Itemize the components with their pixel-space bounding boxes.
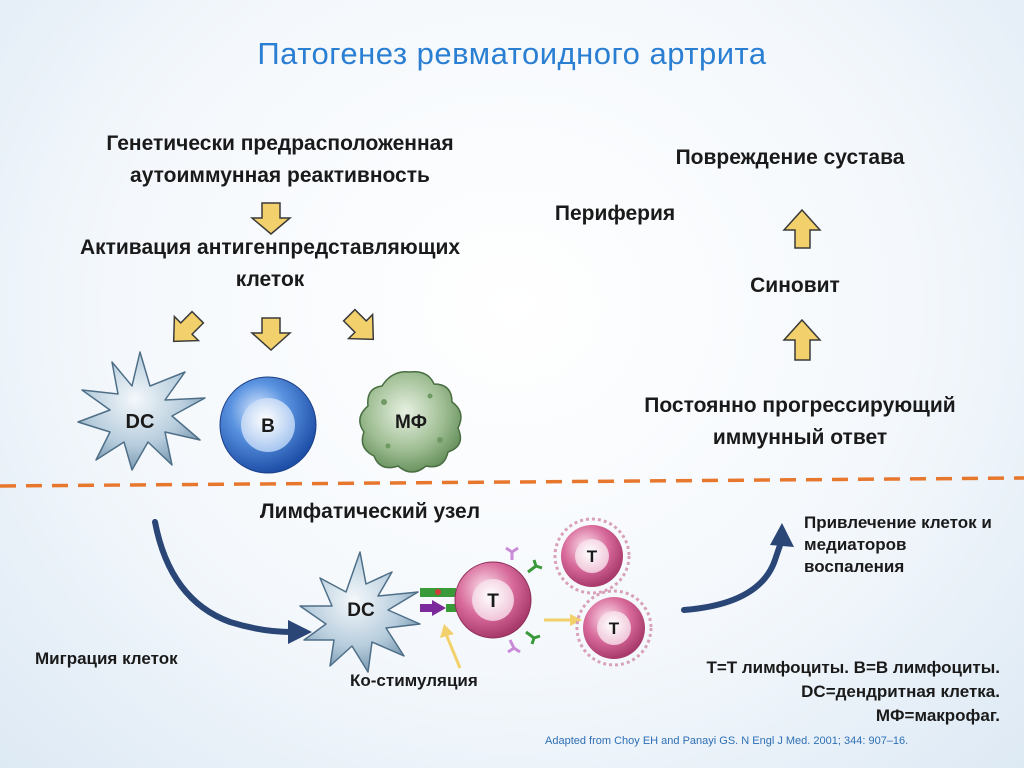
genetic-line-1: Генетически предрасположенная <box>106 132 454 155</box>
t-cell-bottom-label: T <box>609 619 620 638</box>
synovitis-label: Синовит <box>750 274 840 297</box>
periphery-label: Периферия <box>554 202 676 225</box>
down-arrow-icon <box>249 202 293 235</box>
abbreviation-legend: T=T лимфоциты. B=B лимфоциты. DC=дендрит… <box>600 656 1000 728</box>
legend-line-2: DC=дендритная клетка. <box>801 682 1000 701</box>
macrophage-label: МФ <box>395 412 427 433</box>
diagonal-arrow-right-icon <box>342 308 375 341</box>
activation-line-1: Активация антигенпредставляющих <box>79 236 461 259</box>
legend-line-3: МФ=макрофаг. <box>875 706 1000 725</box>
recruitment-arrow-icon <box>681 523 794 613</box>
t-cell-main-label: T <box>487 591 499 612</box>
t-cell-top-icon: T <box>553 517 631 595</box>
macrophage-icon: МФ <box>359 371 462 473</box>
genetic-reactivity-label: Генетически предрасположенная аутоиммунн… <box>30 128 530 192</box>
costimulation-receptors-icon <box>420 588 458 616</box>
legend-line-1: T=T лимфоциты. B=B лимфоциты. <box>706 658 1000 677</box>
citation: Adapted from Choy EH and Panayi GS. N En… <box>545 735 909 747</box>
t-cell-main-icon: T <box>454 546 543 654</box>
recruit-line-2: медиаторов <box>804 535 907 554</box>
migration-arrow-icon <box>152 519 312 644</box>
t-cell-bottom-icon: T <box>575 589 653 667</box>
dc-lymph-label: DC <box>347 600 375 621</box>
t-cell-top-label: T <box>587 547 598 566</box>
up-arrow-icon <box>782 318 822 361</box>
genetic-line-2: аутоиммунная реактивность <box>130 164 430 187</box>
dendritic-cell-icon: DC <box>77 351 206 471</box>
diagonal-arrow-left-icon <box>172 310 205 343</box>
costimulation-label: Ко-стимуляция <box>350 671 478 690</box>
down-arrow-icon <box>250 317 292 352</box>
b-cell-icon: B <box>219 376 317 474</box>
immune-response-label: Постоянно прогрессирующий иммунный ответ <box>580 390 1020 454</box>
dc-cell-label: DC <box>126 411 155 433</box>
up-arrow-icon <box>782 208 822 249</box>
migration-label: Миграция клеток <box>35 649 178 668</box>
joint-damage-label: Повреждение сустава <box>675 146 905 169</box>
recruit-line-3: воспаления <box>804 557 905 576</box>
costimulation-arrow-icon <box>440 624 462 669</box>
lymph-node-label: Лимфатический узел <box>259 500 481 523</box>
b-cell-label: B <box>261 416 275 437</box>
page-title: Патогенез ревматоидного артрита <box>257 36 767 71</box>
recruitment-label: Привлечение клеток и медиаторов воспален… <box>804 512 1024 578</box>
activation-line-2: клеток <box>235 268 305 291</box>
recruit-line-1: Привлечение клеток и <box>804 513 992 532</box>
response-line-1: Постоянно прогрессирующий <box>644 394 956 417</box>
apc-activation-label: Активация антигенпредставляющих клеток <box>20 232 520 296</box>
tissue-divider-line <box>0 476 1024 488</box>
response-line-2: иммунный ответ <box>712 426 888 449</box>
proliferation-arrow-icon <box>544 614 582 626</box>
dendritic-cell-lymph-icon: DC <box>299 551 421 673</box>
